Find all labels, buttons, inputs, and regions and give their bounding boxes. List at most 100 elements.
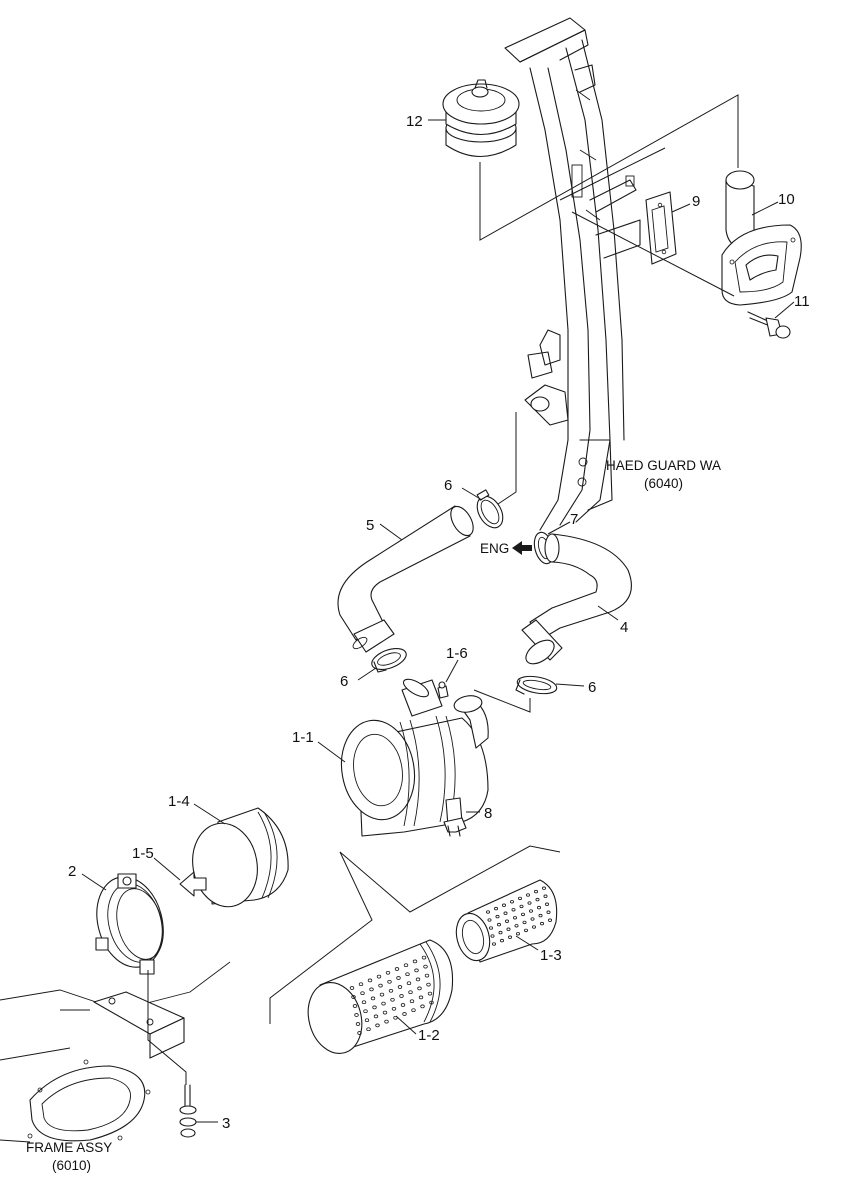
frame-assy-code: (6010) [52,1158,91,1173]
perforation-hole [360,991,365,996]
perforation-hole [506,927,511,931]
part-6-clamp-top [476,489,504,529]
perforation-hole [412,959,418,964]
perforation-hole [388,988,394,993]
perforation-hole [429,1000,434,1005]
perforation-hole [499,938,504,943]
perforation-hole [532,925,537,929]
perforation-hole [545,902,550,906]
perforation-hole [530,917,535,921]
perforation-hole [369,987,374,992]
perforation-hole [423,964,428,969]
part-1-4-cover [192,807,289,908]
perforation-hole [519,904,524,909]
perforation-hole [513,916,518,920]
part-1-3-perforations [485,886,553,946]
perforation-hole [537,905,542,910]
perforation-hole [485,910,490,914]
part-9-gasket [645,191,677,265]
part-1-3-inner-element [455,879,558,963]
perforation-hole [349,986,355,990]
perforation-hole [391,1006,397,1011]
callout-1-2: 1-2 [418,1027,440,1044]
perforation-hole [379,992,385,997]
part-12-cap [442,79,520,157]
perforation-hole [384,1019,389,1024]
callout-7: 7 [570,511,578,528]
callout-10: 10 [778,191,795,208]
perforation-hole [427,991,433,996]
part-8-dust-valve [447,825,461,837]
part-5-hose [337,505,474,653]
callout-4: 4 [620,619,628,636]
frame-assy-label: FRAME ASSY [26,1140,112,1155]
part-1-5-arrow-sticker [179,871,207,897]
perforation-hole [509,900,514,904]
perforation-hole [396,976,401,980]
part-6-clamp-left [371,647,407,673]
perforation-hole [503,911,508,915]
part-3-bolt [179,1084,197,1138]
perforation-hole [507,935,512,939]
perforation-hole [491,942,496,946]
callout-1-6: 1-6 [446,645,468,662]
callout-11: 11 [794,293,810,310]
callout-1-5: 1-5 [132,845,154,862]
perforation-hole [529,909,534,913]
part-4-hose [521,533,632,665]
part-1-2-outer-element [307,939,454,1054]
perforation-hole [424,973,430,978]
perforation-hole [366,1027,371,1032]
perforation-hole [361,1000,367,1005]
perforation-hole [370,996,376,1001]
perforation-hole [405,972,410,977]
callout-12: 12 [406,113,423,130]
reference-labels: HAED GUARD WA (6040) ENG FRAME ASSY (601… [26,458,721,1173]
callout-5: 5 [366,517,374,534]
part-10-intake-hood [721,170,802,306]
perforation-hole [372,1005,377,1010]
perforation-hole [495,914,500,919]
part-6-clamp-right [515,675,558,695]
frame-assy-mount [0,961,231,1143]
perforation-hole [363,1009,368,1014]
part-1-1-air-cleaner-body [340,678,489,837]
perforation-hole [352,1004,358,1008]
perforation-hole [403,963,409,968]
perforation-hole [373,1014,379,1019]
perforation-hole [378,983,383,988]
perforation-hole [535,897,540,902]
perforation-hole [522,920,527,925]
perforation-hole [408,990,413,995]
callout-9: 9 [692,193,700,210]
perforation-hole [501,903,506,907]
perforation-hole [390,997,395,1002]
perforation-hole [490,934,495,938]
perforation-hole [543,894,548,898]
part-2-band [95,873,164,975]
perforation-hole [504,919,509,923]
perforation-hole [548,918,553,922]
perforation-hole [418,995,424,1000]
head-guard-label: HAED GUARD WA [606,458,721,473]
perforation-hole [527,901,532,905]
perforation-hole [387,979,392,984]
perforation-hole [375,1023,380,1028]
perforation-hole [367,978,373,983]
perforation-hole [394,967,400,971]
perforation-hole [357,1031,362,1035]
perforation-hole [351,995,356,999]
callout-1-3: 1-3 [540,947,562,964]
part-11-bolt [747,311,791,339]
perforation-hole [385,970,391,975]
perforation-hole [546,910,551,914]
perforation-hole [399,994,404,998]
perforation-hole [421,955,427,960]
perforation-hole [409,999,415,1004]
perforation-hole [411,1008,416,1013]
perforation-hole [524,928,529,933]
perforation-hole [364,1018,370,1023]
perforation-hole [381,1001,386,1006]
perforation-hole [426,982,431,987]
